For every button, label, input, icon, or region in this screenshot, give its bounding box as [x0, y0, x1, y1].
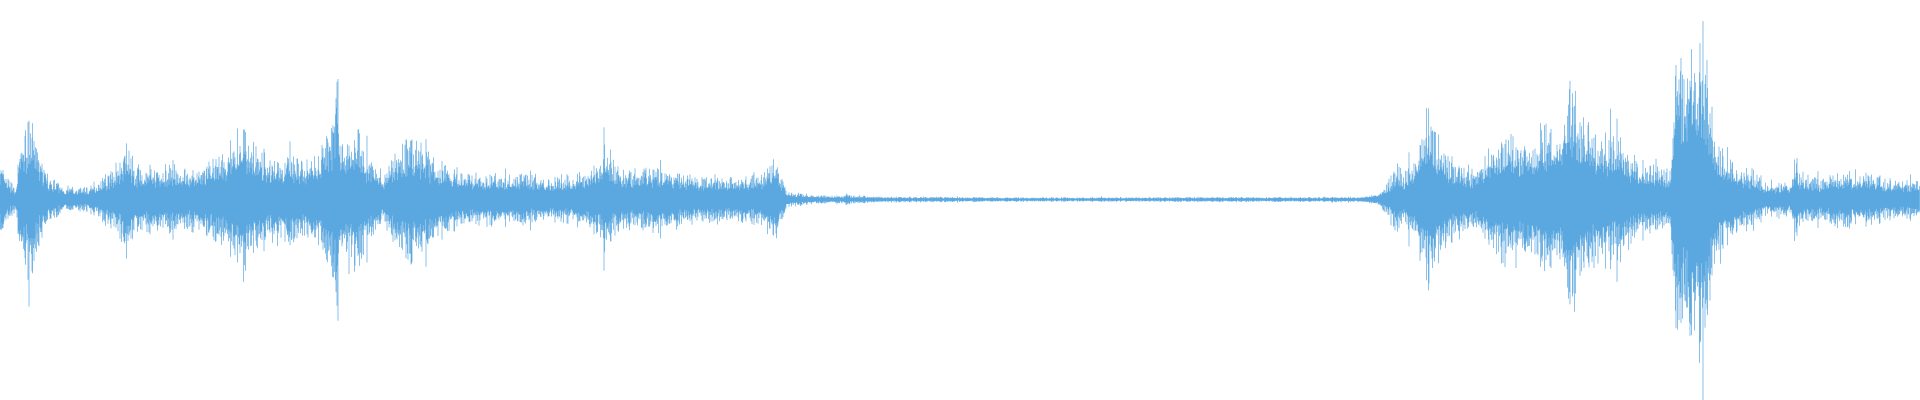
waveform-bars [0, 21, 1920, 400]
waveform-path [0, 21, 1920, 400]
